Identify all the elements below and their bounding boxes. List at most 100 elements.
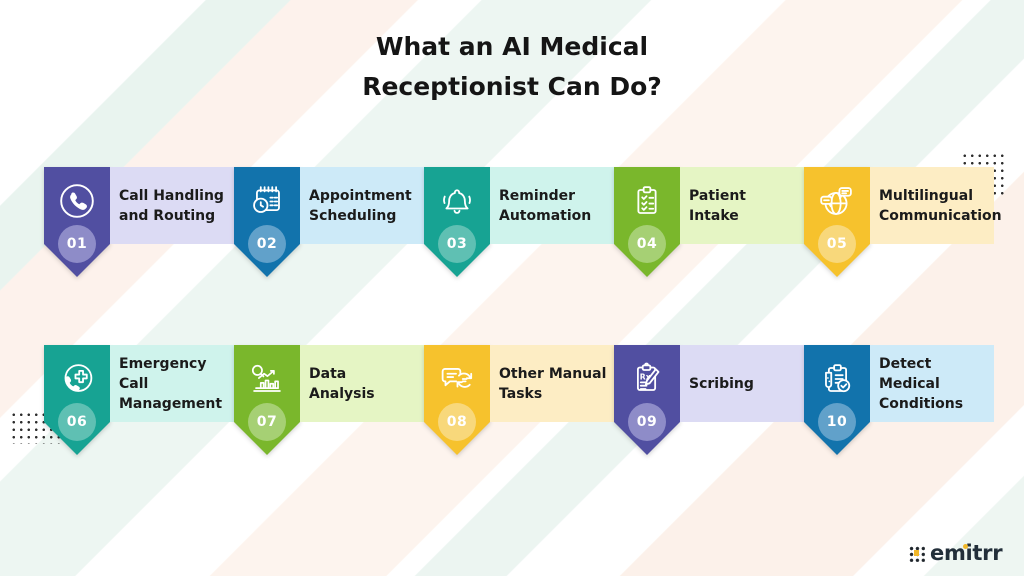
feature-banner-shape: 06: [44, 345, 110, 455]
feature-banner-shape: 07: [234, 345, 300, 455]
feature-label-line: Scribing: [689, 375, 754, 392]
svg-text:Rx: Rx: [640, 372, 651, 381]
emitrr-dots-logo-icon: [908, 544, 925, 562]
step-number: 08: [446, 414, 468, 430]
feature-banner: 06: [44, 345, 110, 455]
feature-label-line: Appointment: [309, 187, 412, 204]
feature-card-01: 01 Call Handling and Routing: [44, 167, 234, 277]
feature-banner: 01: [44, 167, 110, 277]
feature-banner-shape: 03: [424, 167, 490, 277]
step-number: 05: [826, 236, 848, 252]
step-number-badge: 09: [628, 403, 666, 441]
feature-label-line: Communication: [879, 207, 1002, 224]
feature-label-line: Patient: [689, 187, 746, 204]
calendar-clock-icon: [244, 178, 290, 224]
step-number: 07: [256, 414, 278, 430]
feature-banner: 07: [234, 345, 300, 455]
feature-banner: 02: [234, 167, 300, 277]
step-number: 09: [636, 414, 658, 430]
feature-banner-shape: 04: [614, 167, 680, 277]
feature-banner-shape: 01: [44, 167, 110, 277]
feature-label-line: Scheduling: [309, 207, 397, 224]
brand-i-dot: [963, 544, 968, 549]
step-number-badge: 08: [438, 403, 476, 441]
step-number: 10: [826, 414, 848, 430]
phone-cross-icon: [54, 356, 100, 402]
step-number-badge: 07: [248, 403, 286, 441]
feature-label-line: Conditions: [879, 395, 964, 412]
feature-label-line: Call Handling: [119, 187, 224, 204]
brand-wordmark: emitrr: [930, 541, 1003, 565]
feature-label-line: Data: [309, 365, 347, 382]
feature-label-line: Call: [119, 375, 149, 392]
feature-banner: 03: [424, 167, 490, 277]
phone-circle-icon: [54, 178, 100, 224]
step-number-badge: 01: [58, 225, 96, 263]
feature-label: Call Handling and Routing: [110, 167, 234, 244]
step-number-badge: 02: [248, 225, 286, 263]
feature-banner-shape: 08: [424, 345, 490, 455]
clipboard-checklist-icon: [624, 178, 670, 224]
feature-banner: 05: [804, 167, 870, 277]
feature-banner-shape: 02: [234, 167, 300, 277]
step-number-badge: 10: [818, 403, 856, 441]
feature-label-line: Management: [119, 395, 223, 412]
step-number: 04: [636, 236, 658, 252]
step-number: 02: [256, 236, 278, 252]
feature-banner-shape: 10: [804, 345, 870, 455]
feature-label-line: Detect: [879, 355, 932, 372]
step-number: 06: [66, 414, 88, 430]
step-number: 01: [66, 236, 88, 252]
feature-banner-shape: 05: [804, 167, 870, 277]
feature-label-line: Multilingual: [879, 187, 973, 204]
page-title-line2: Receptionist Can Do?: [362, 72, 662, 101]
rx-pen-icon: Rx: [624, 356, 670, 402]
globe-chat-icon: [814, 178, 860, 224]
feature-banner: Rx 09: [614, 345, 680, 455]
feature-label-line: Medical: [879, 375, 940, 392]
brand-logo: emitrr: [908, 540, 1003, 566]
feature-label-line: Automation: [499, 207, 592, 224]
chart-magnifier-icon: [244, 356, 290, 402]
step-number-badge: 03: [438, 225, 476, 263]
step-number: 03: [446, 236, 468, 252]
feature-label-line: Reminder: [499, 187, 576, 204]
feature-card-09: Rx 09 Scribing: [614, 345, 804, 455]
feature-label-line: Analysis: [309, 385, 375, 402]
feature-label-line: Tasks: [499, 385, 543, 402]
feature-label-line: Other Manual: [499, 365, 607, 382]
bell-icon: [434, 178, 480, 224]
step-number-badge: 04: [628, 225, 666, 263]
feature-banner-shape: Rx 09: [614, 345, 680, 455]
page-title-line1: What an AI Medical: [375, 32, 649, 61]
step-number-badge: 05: [818, 225, 856, 263]
feature-label-line: and Routing: [119, 207, 216, 224]
step-number-badge: 06: [58, 403, 96, 441]
feature-label-line: Intake: [689, 207, 739, 224]
clipboard-test-check-icon: [814, 356, 860, 402]
chat-refresh-icon: [434, 356, 480, 402]
page-title: What an AI Medical Receptionist Can Do?: [0, 27, 1024, 107]
feature-label-line: Emergency: [119, 355, 207, 372]
logo-accent-square: [913, 550, 920, 556]
feature-label: Scribing: [680, 345, 804, 422]
